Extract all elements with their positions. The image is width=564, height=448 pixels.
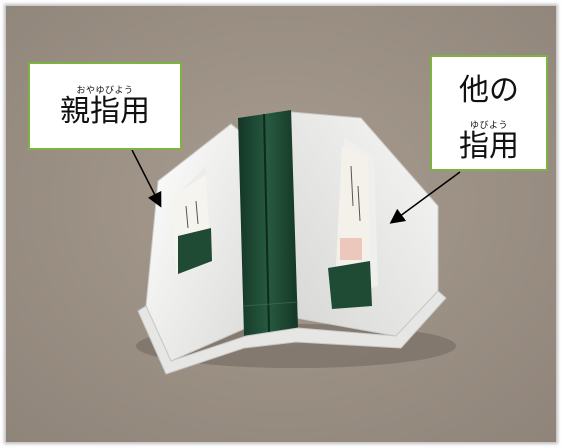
thumb-ruby: おやゆびよう <box>76 86 134 96</box>
right-strip-mark <box>340 238 362 260</box>
bottom-flange <box>137 290 447 375</box>
center-tape-seam <box>263 113 270 333</box>
other-ruby: ゆびよう <box>469 121 508 131</box>
center-tape-wrinkle <box>243 301 299 307</box>
other-text-line2: 指用 <box>459 129 519 164</box>
center-tape <box>238 110 298 336</box>
left-strip-text-2 <box>195 200 199 225</box>
left-strip-text <box>185 205 189 229</box>
other-text-line1: 他の <box>459 73 519 108</box>
other-word: ゆびよう 指用 <box>459 121 519 163</box>
left-strip-tape <box>178 228 212 274</box>
thumb-text: 親指用 <box>60 94 150 129</box>
thumb-word: おやゆびよう 親指用 <box>60 86 150 128</box>
right-strip-text-2 <box>357 185 361 222</box>
label-other-fingers: 他の ゆびよう 指用 <box>430 55 548 171</box>
label-thumb: おやゆびよう 親指用 <box>28 62 182 150</box>
right-strip-tape <box>328 261 372 309</box>
right-strip-text <box>350 165 354 207</box>
